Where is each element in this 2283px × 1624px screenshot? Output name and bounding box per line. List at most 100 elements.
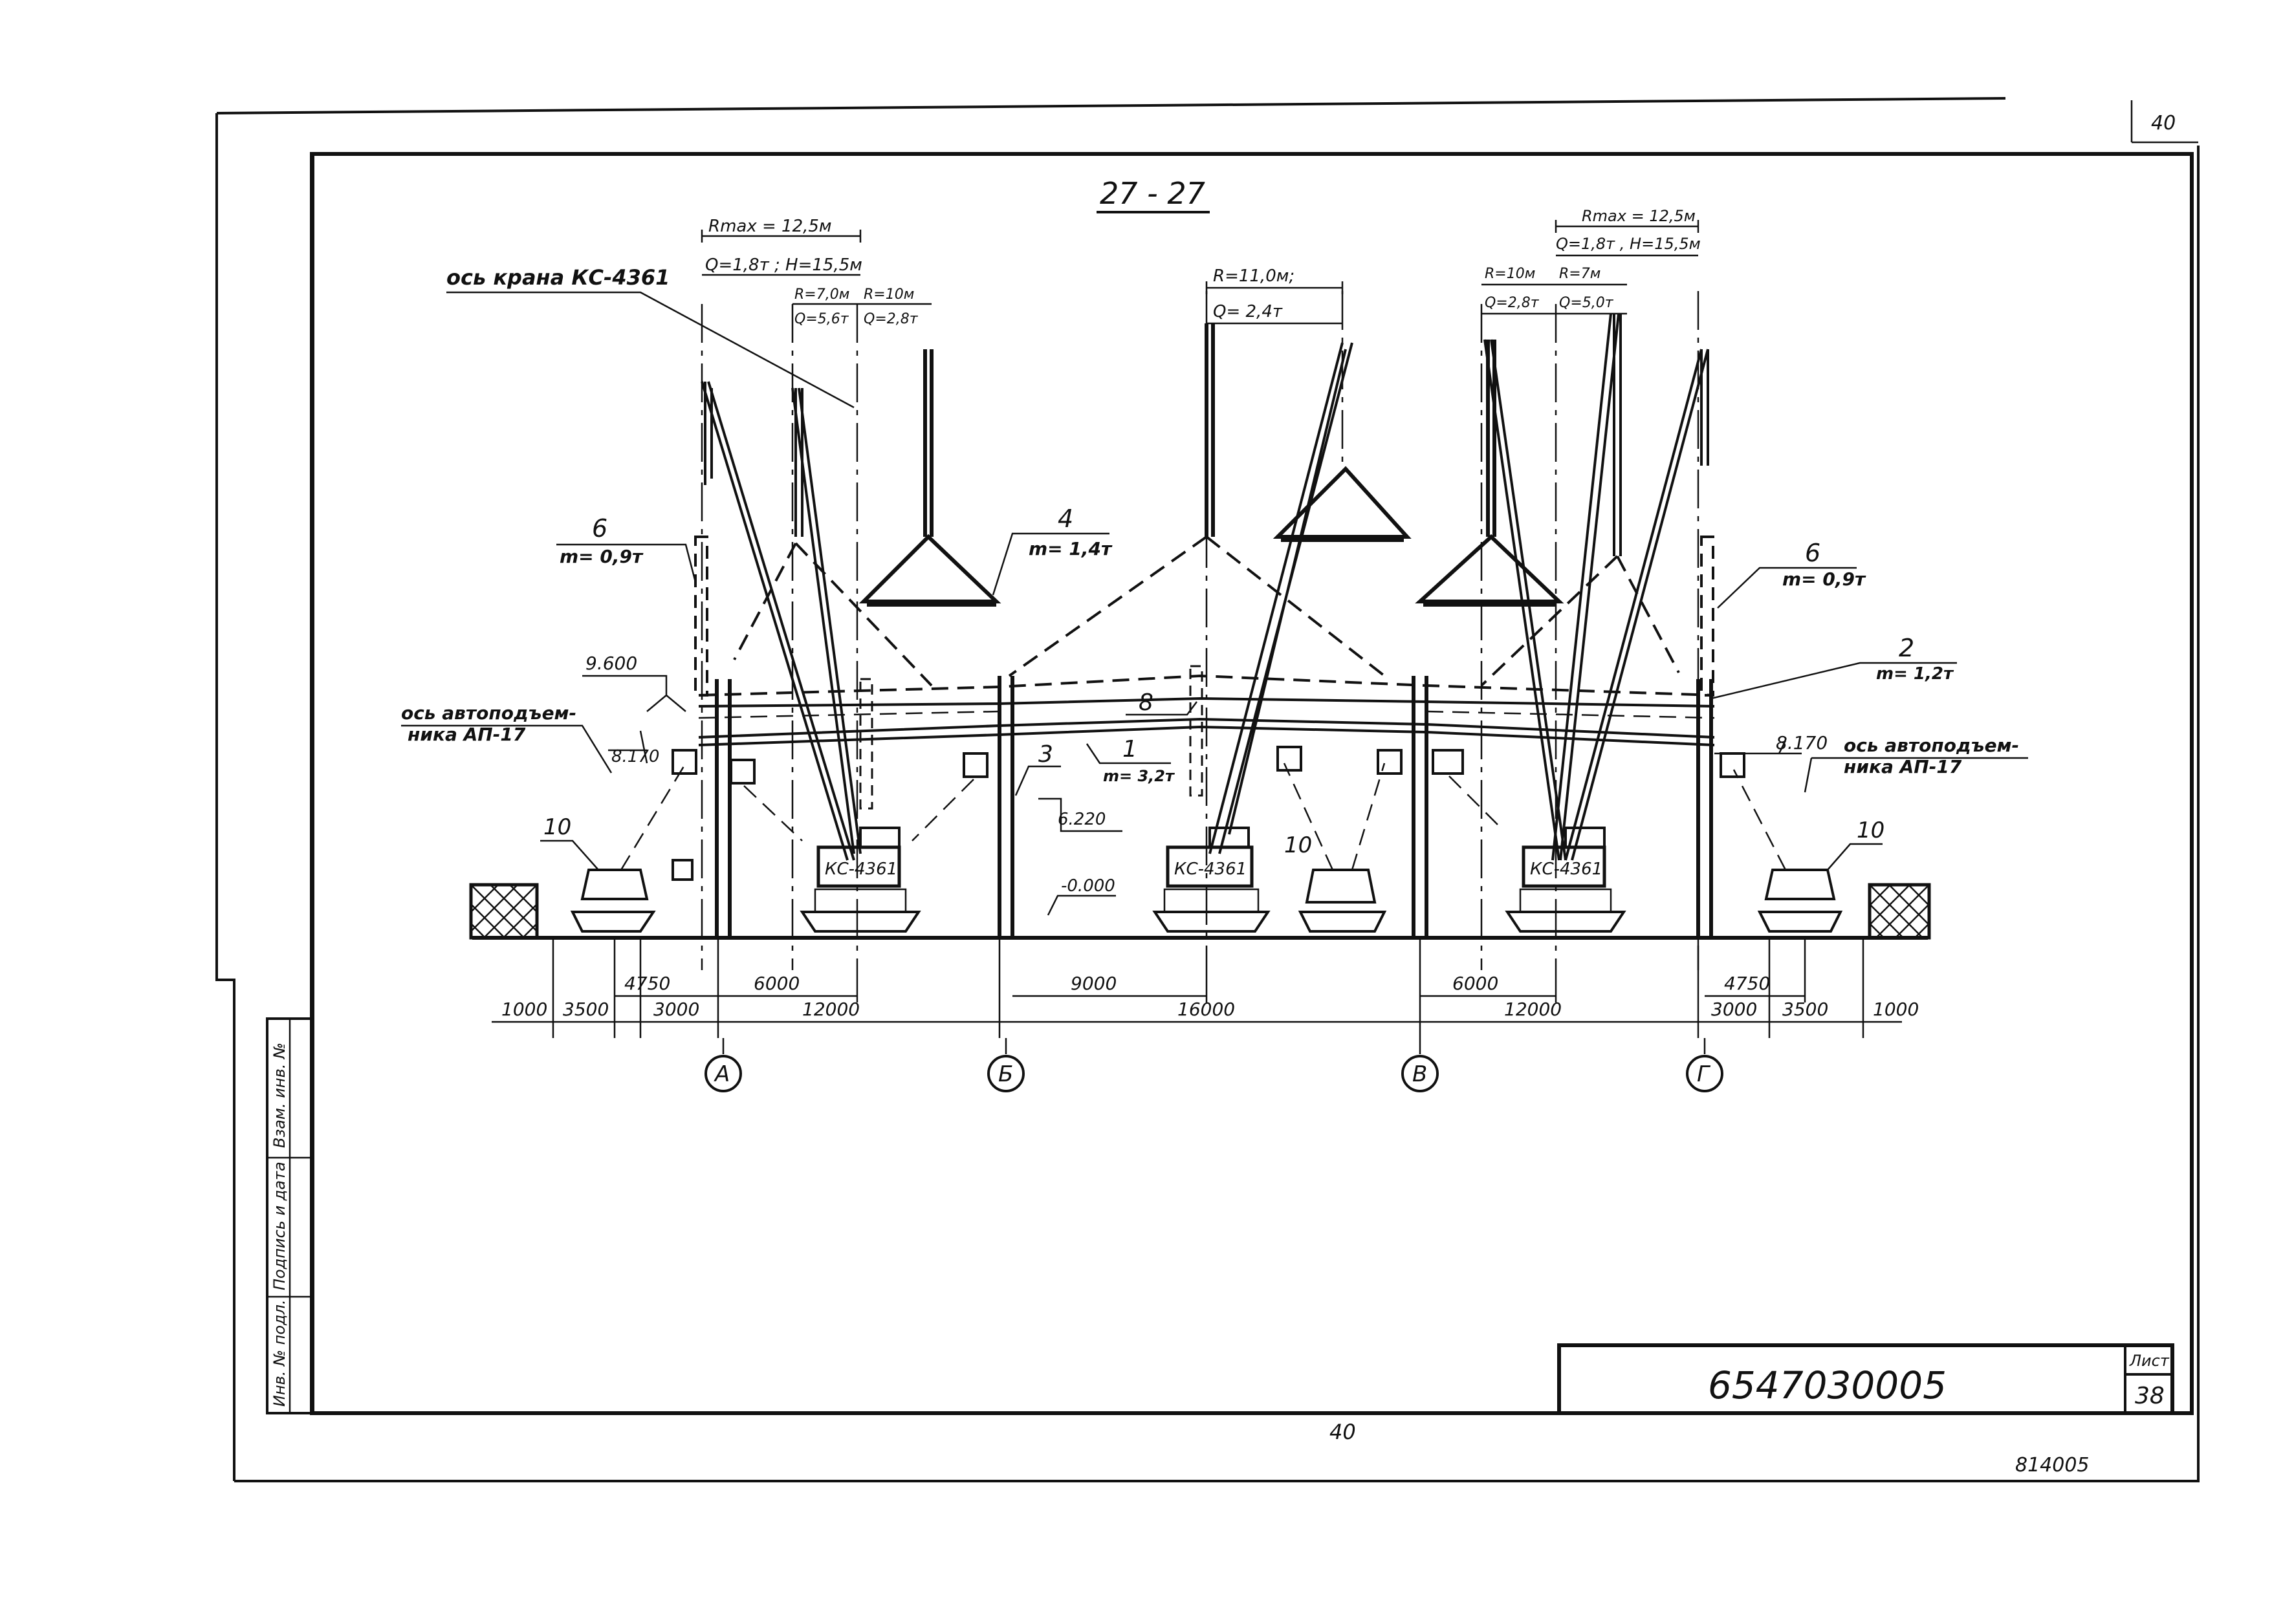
callout-1-num: 1 — [1122, 736, 1137, 763]
elevation-9600: 9.600 — [585, 653, 637, 674]
title-block — [1557, 1343, 2174, 1415]
axis-bubbles — [705, 1038, 1723, 1092]
lift-axis-label-left-1: ось автоподъем- — [401, 702, 576, 724]
hatched-block-right — [1868, 883, 1931, 940]
crane-label-center: КС-4361 — [1174, 860, 1247, 879]
callout-10-right: 10 — [1857, 817, 1884, 843]
dim-r2-6: 3000 — [1711, 999, 1757, 1020]
crane-label-left: КС-4361 — [825, 860, 897, 879]
callout-4-mass: m= 1,4т — [1029, 538, 1113, 559]
roof-truss — [698, 674, 1715, 746]
lift-axis-label-right-2: ника АП-17 — [1844, 756, 1962, 777]
side-stamp — [266, 1017, 314, 1414]
corner-code: 814005 — [2015, 1454, 2090, 1477]
callout-1-mass: m= 3,2т — [1103, 767, 1175, 785]
page-number-bottom: 40 — [1329, 1420, 1356, 1444]
param-left-mid-r: R=7,0м — [794, 287, 849, 303]
callout-10-left-leader — [540, 839, 599, 871]
axis-v: В — [1412, 1061, 1427, 1087]
callout-3-leader — [1014, 765, 1061, 796]
param-right-near-r: R=10м — [1485, 266, 1535, 282]
param-right-mid-q: Q=5,0т — [1559, 295, 1614, 311]
dim-r1-2: 9000 — [1071, 973, 1117, 994]
callout-2-mass: m= 1,2т — [1876, 664, 1954, 684]
section-title: 27 - 27 — [1100, 176, 1205, 211]
crane-right — [1505, 827, 1626, 933]
crane-label-right: КС-4361 — [1530, 860, 1602, 879]
crane-axis-label: ось крана КС-4361 — [446, 265, 670, 290]
lift-axis-leader-right — [1804, 757, 2028, 793]
aerial-lift-left — [570, 749, 697, 933]
dim-r1-1: 6000 — [754, 973, 800, 994]
callout-8-leader — [1126, 701, 1197, 716]
lift-axis-leader-left — [401, 724, 613, 774]
crane-left — [800, 827, 921, 933]
crane-axis-leader — [446, 291, 855, 409]
param-left-max-r: Rmax = 12,5м — [708, 217, 832, 236]
elevation-6220: 6.220 — [1058, 810, 1106, 829]
dim-r1-0: 4750 — [624, 973, 670, 994]
param-center-q: Q= 2,4т — [1213, 302, 1283, 321]
crane-param-dims — [701, 220, 1699, 325]
callout-8-num: 8 — [1139, 689, 1153, 716]
dim-r2-2: 3000 — [653, 999, 699, 1020]
dim-r2-3: 12000 — [802, 999, 860, 1020]
dim-r1-4: 4750 — [1724, 973, 1770, 994]
dim-r2-5: 12000 — [1504, 999, 1562, 1020]
inner-frame — [310, 152, 2194, 1415]
dim-r2-1: 3500 — [563, 999, 609, 1020]
callout-10-left: 10 — [543, 814, 571, 840]
callout-6-left-num: 6 — [592, 514, 607, 543]
hatched-block-left — [469, 883, 539, 940]
dim-r2-7: 3500 — [1782, 999, 1828, 1020]
param-right-max-r: Rmax = 12,5м — [1582, 207, 1696, 225]
param-left-near-r: R=10м — [864, 287, 914, 303]
axis-b: Б — [998, 1061, 1013, 1087]
outer-frame — [215, 97, 2200, 1482]
elevation-8170-right: 8.170 — [1776, 732, 1828, 753]
callout-2-num: 2 — [1899, 634, 1914, 662]
dim-r1-3: 6000 — [1452, 973, 1498, 994]
crane-axis-lines — [701, 291, 1699, 970]
callout-3-num: 3 — [1038, 741, 1053, 768]
lift-axis-label-left-2: ника АП-17 — [408, 724, 526, 745]
stamp-replace-label: Взам. инв. № — [270, 1043, 289, 1148]
callout-4-num: 4 — [1058, 504, 1073, 533]
axis-g: Г — [1697, 1061, 1711, 1087]
crane-center — [1152, 827, 1271, 933]
hanging-loads — [704, 314, 1709, 556]
aerial-lift-right — [1720, 752, 1843, 933]
callout-1-leader — [1086, 743, 1171, 764]
callout-6-right-mass: m= 0,9т — [1782, 568, 1866, 590]
lifting-slings — [733, 536, 1680, 687]
callout-4-leader — [992, 532, 1109, 596]
page-number-top: 40 — [2151, 112, 2176, 135]
dim-r2-4: 16000 — [1177, 999, 1235, 1020]
callout-10-right-leader — [1827, 843, 1883, 871]
param-left-near-q: Q=2,8т — [864, 311, 919, 327]
callout-6-left-leader — [556, 543, 697, 583]
param-right-mid-r: R=7м — [1559, 266, 1600, 282]
crane-booms — [701, 313, 1709, 861]
stamp-signature-label: Подпись и дата — [270, 1162, 289, 1290]
elevation-marks — [582, 675, 1802, 916]
platform-baskets — [730, 749, 1502, 841]
spreader-beams — [858, 466, 1564, 607]
axis-a: А — [714, 1061, 730, 1087]
param-right-max-q: Q=1,8т , H=15,5м — [1556, 235, 1701, 253]
callout-6-right-leader — [1717, 567, 1857, 609]
dimension-lines — [492, 938, 1902, 1038]
stamp-inventory-label: Инв. № подл. — [270, 1299, 289, 1407]
param-left-mid-q: Q=5,6т — [794, 311, 849, 327]
aerial-lift-middle — [1276, 746, 1403, 933]
callout-10-center: 10 — [1284, 832, 1312, 858]
callout-6-left-mass: m= 0,9т — [560, 546, 644, 567]
elevation-8170-left: 8.170 — [611, 747, 659, 766]
param-left-max-q: Q=1,8т ; H=15,5м — [705, 255, 862, 275]
sheet-number: 38 — [2135, 1383, 2165, 1409]
param-right-near-q: Q=2,8т — [1485, 295, 1540, 311]
dim-r2-0: 1000 — [501, 999, 547, 1020]
doc-number: 6547030005 — [1708, 1363, 1947, 1407]
dim-r2-8: 1000 — [1873, 999, 1919, 1020]
